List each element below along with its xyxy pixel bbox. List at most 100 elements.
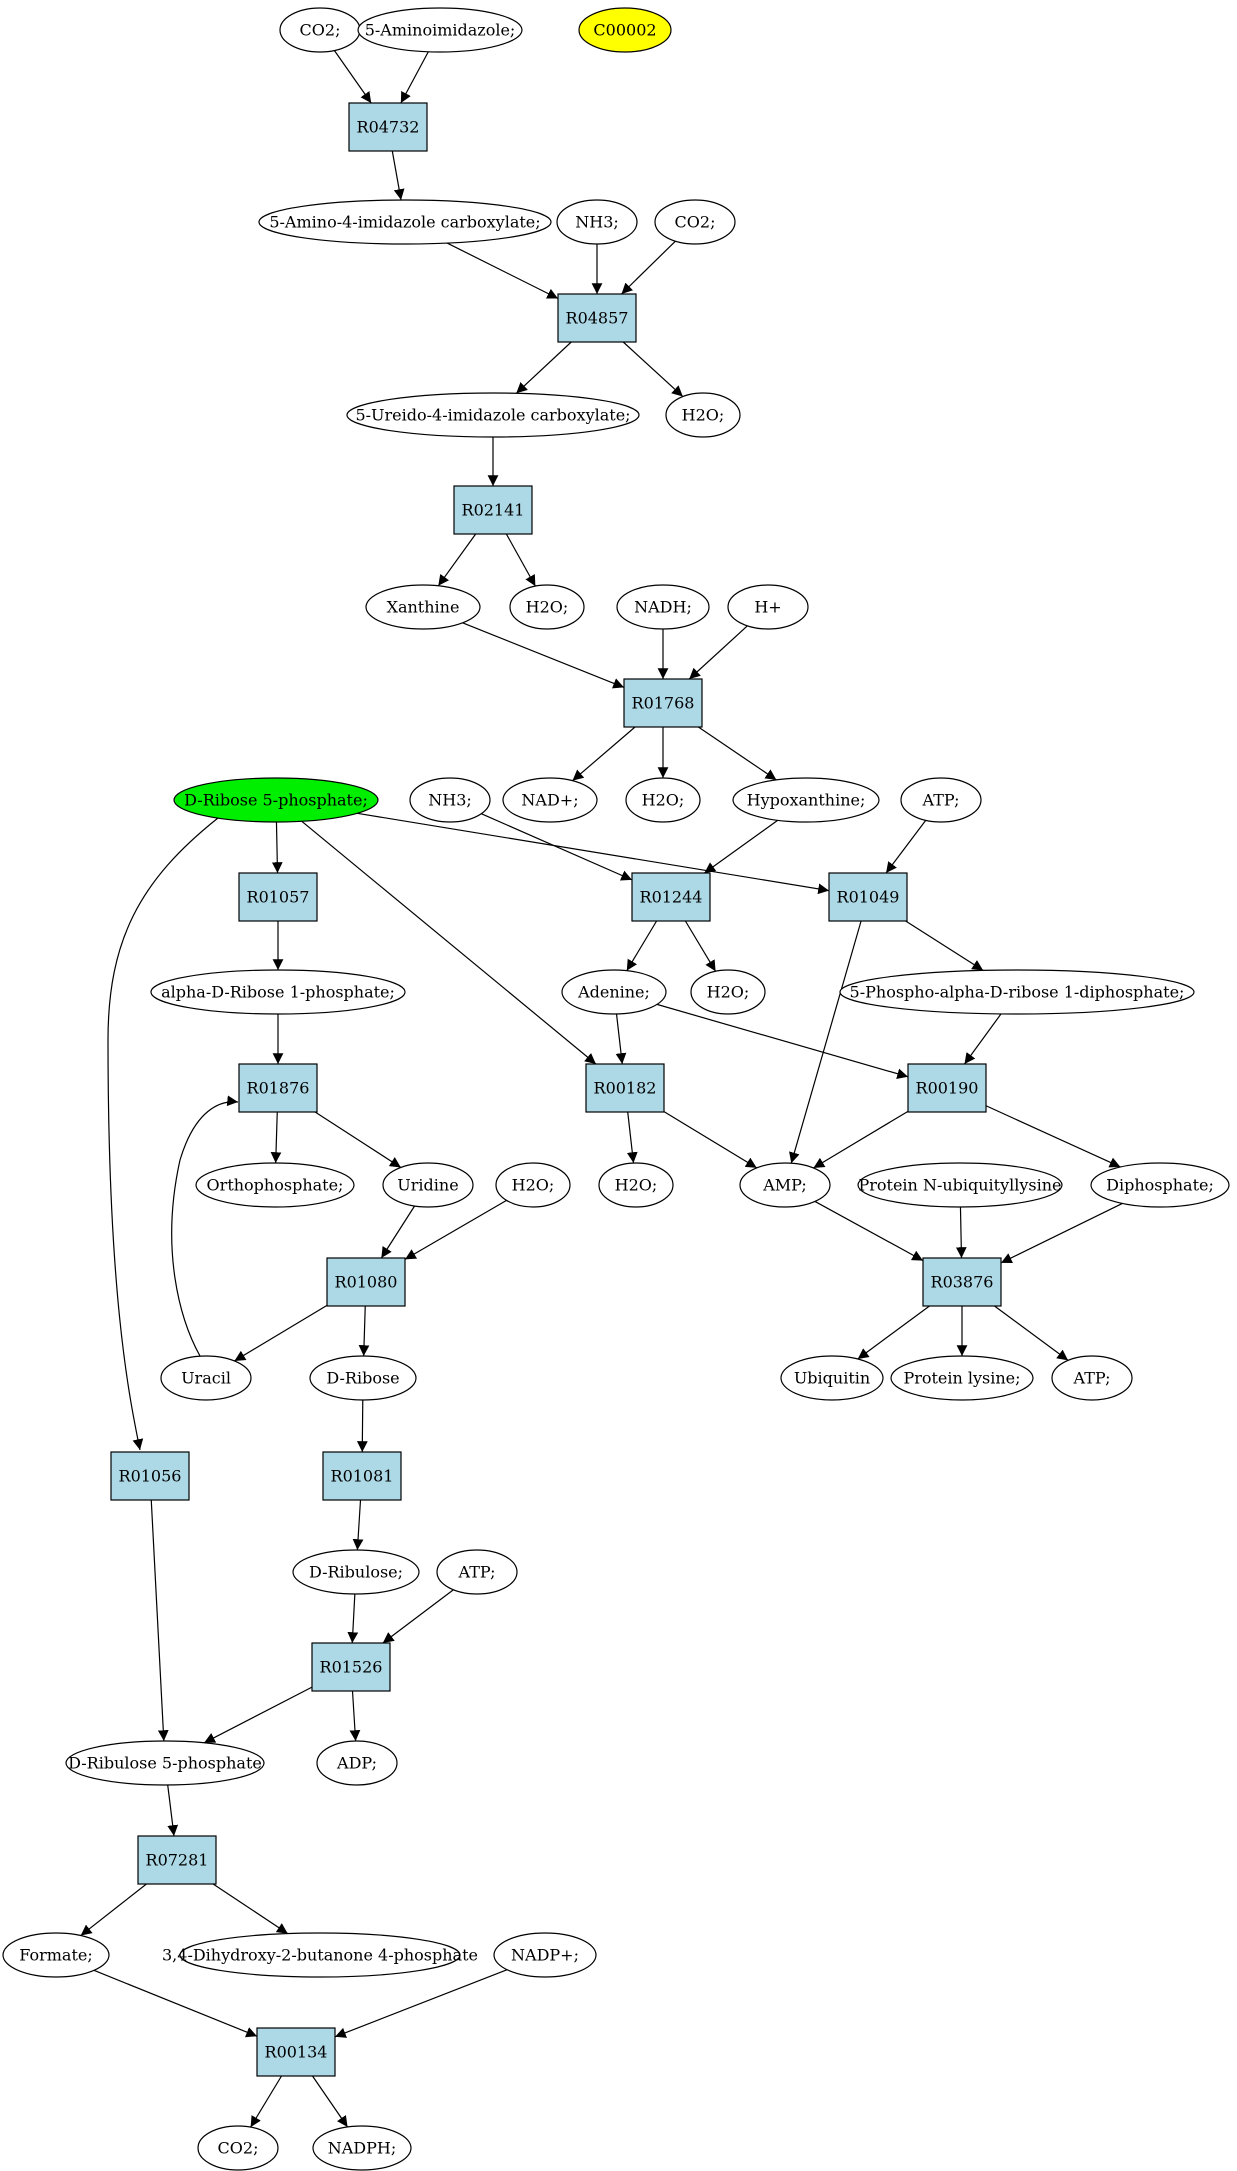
compound-node-hplus: H+	[727, 584, 809, 630]
compound-ellipse	[493, 1932, 597, 1978]
compound-ellipse	[316, 1740, 398, 1786]
reaction-box	[326, 1257, 406, 1307]
edge-protnubq-to-r03876	[955, 1206, 967, 1259]
node-label: Diphosphate;	[1106, 1176, 1214, 1195]
node-label: Uridine	[397, 1176, 458, 1195]
compound-ellipse	[561, 969, 667, 1015]
compound-ellipse	[292, 1549, 420, 1595]
compound-node-uracil: Uracil	[160, 1355, 252, 1401]
compound-ellipse	[179, 1932, 461, 1978]
edge-r01876-to-orthophosphate	[270, 1111, 282, 1164]
compound-ellipse	[780, 1355, 884, 1401]
edge-r00134-to-co2_c	[250, 2075, 283, 2128]
compound-ellipse	[150, 969, 406, 1015]
compound-ellipse	[690, 969, 766, 1015]
compound-ellipse	[365, 584, 481, 630]
compound-node-xanthine: Xanthine	[365, 584, 481, 630]
node-label: Formate;	[19, 1946, 93, 1965]
node-label: Orthophosphate;	[207, 1176, 344, 1195]
compound-ellipse	[346, 392, 640, 438]
compound-ellipse	[258, 199, 552, 245]
compound-ellipse	[1090, 1162, 1230, 1208]
node-label: D-Ribulose 5-phosphate	[68, 1754, 262, 1773]
edge-r04857-to-ureido	[515, 341, 572, 394]
edge-atp_c-to-r01526	[382, 1589, 454, 1644]
edge-adenine-to-r00190	[656, 1003, 909, 1079]
edge-layer	[80, 50, 1123, 2128]
reaction-box	[585, 1063, 665, 1113]
reaction-box	[256, 2027, 336, 2077]
compound-node-nh3_a: NH3;	[556, 199, 638, 245]
edge-r01080-to-dribose	[358, 1305, 370, 1357]
edge-r01768-to-nadplus	[572, 726, 636, 782]
compound-ellipse	[495, 1162, 571, 1208]
edge-dribose-to-r01081	[356, 1399, 368, 1453]
compound-ellipse	[65, 1740, 265, 1786]
reaction-node-r00190: R00190	[907, 1063, 987, 1113]
compound-node-diphosphate: Diphosphate;	[1090, 1162, 1230, 1208]
compound-ellipse	[556, 199, 638, 245]
edge-ribose5p-to-r01057	[271, 821, 283, 874]
node-label: ATP;	[922, 791, 960, 810]
compound-node-orthophosphate: Orthophosphate;	[195, 1162, 355, 1208]
compound-node-aminoimidazole: 5-Aminoimidazole;	[357, 7, 523, 53]
compound-ellipse	[625, 777, 701, 823]
node-label: H+	[754, 598, 781, 617]
compound-node-ubiquitin: Ubiquitin	[780, 1355, 884, 1401]
compound-node-h2o_c: H2O;	[625, 777, 701, 823]
node-label: R01081	[331, 1467, 394, 1486]
node-label: CO2;	[300, 21, 341, 40]
node-label: Protein N-ubiquityllysine	[858, 1176, 1061, 1195]
node-label: D-Ribose 5-phosphate;	[184, 791, 368, 810]
edge-ribulose5p-to-r07281	[167, 1784, 179, 1837]
node-label: AMP;	[762, 1176, 807, 1195]
compound-ellipse	[436, 1549, 518, 1595]
node-label: H2O;	[642, 791, 685, 810]
node-label: 5-Aminoimidazole;	[365, 21, 516, 40]
compound-node-atp_a: ATP;	[900, 777, 982, 823]
edge-r01526-to-ribulose5p	[203, 1686, 313, 1744]
reaction-box	[623, 678, 703, 728]
reaction-node-r01876: R01876	[238, 1063, 318, 1113]
edge-hypoxanthine-to-r01244	[704, 819, 779, 874]
reaction-box	[828, 872, 908, 922]
edge-r04732-to-aica	[391, 150, 405, 201]
edge-r01768-to-hypoxanthine	[698, 726, 777, 781]
reaction-box	[238, 872, 318, 922]
node-label: Uracil	[181, 1369, 231, 1388]
compound-node-adp: ADP;	[316, 1740, 398, 1786]
edge-r02141-to-h2o_b	[505, 533, 536, 587]
node-label: C00002	[593, 21, 656, 40]
reaction-node-r02141: R02141	[453, 485, 533, 535]
reaction-box	[631, 872, 711, 922]
edge-r00190-to-amp	[813, 1110, 909, 1169]
compound-ellipse	[509, 584, 585, 630]
compound-ellipse	[857, 1162, 1063, 1208]
node-label: NH3;	[575, 213, 619, 232]
node-label: ADP;	[336, 1754, 377, 1773]
node-label: R03876	[931, 1273, 994, 1292]
edge-prpp-to-r00190	[964, 1013, 1002, 1065]
compound-ellipse	[598, 1162, 674, 1208]
edge-nadpplus-to-r00134	[334, 1969, 508, 2038]
node-label: R01526	[320, 1658, 383, 1677]
reaction-node-r01244: R01244	[631, 872, 711, 922]
node-label: R01080	[335, 1273, 398, 1292]
edge-aica-to-r04857	[446, 242, 559, 300]
edge-r01080-to-uracil	[234, 1304, 328, 1362]
node-label: Xanthine	[387, 598, 460, 617]
node-label: R01057	[247, 888, 310, 907]
compound-node-h2o_e: H2O;	[495, 1162, 571, 1208]
compound-node-atp_b: ATP;	[1051, 1355, 1133, 1401]
edge-r01876-to-uridine	[314, 1111, 402, 1168]
node-label: Adenine;	[577, 983, 650, 1002]
compound-node-uridine: Uridine	[382, 1162, 474, 1208]
node-label: ATP;	[458, 1563, 496, 1582]
compound-node-nadh: NADH;	[616, 584, 710, 630]
reaction-box	[110, 1451, 190, 1501]
node-label: Hypoxanthine;	[747, 791, 866, 810]
edge-r01081-to-dribulose	[352, 1499, 364, 1551]
reaction-box	[907, 1063, 987, 1113]
compound-ellipse	[839, 969, 1195, 1015]
compound-node-alpharibose1p: alpha-D-Ribose 1-phosphate;	[150, 969, 406, 1015]
